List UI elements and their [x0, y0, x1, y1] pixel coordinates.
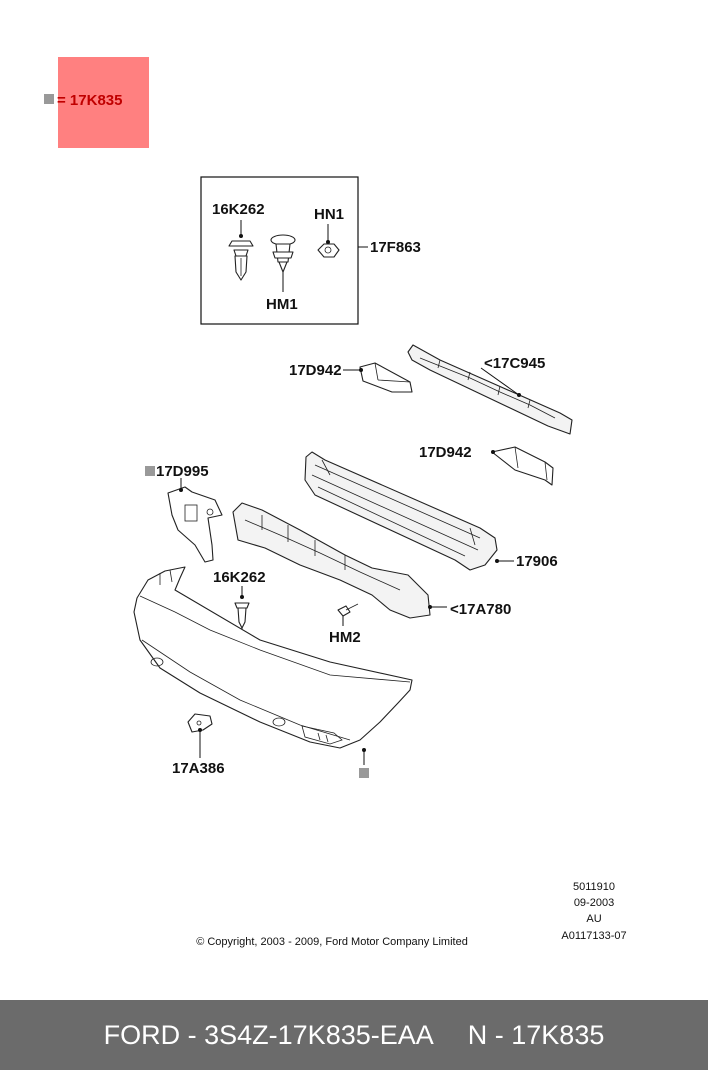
rivet-icon [270, 234, 296, 292]
kit-label-17F863: 17F863 [370, 239, 421, 256]
footer-part-number: FORD - 3S4Z-17K835-EAA [103, 1019, 434, 1050]
callout-17C945: <17C945 [484, 355, 545, 372]
reference-line-1: 5011910 [573, 881, 615, 893]
parts-diagram: = 17K835 16K262 HN1 HM1 17F863 [44, 57, 627, 948]
reference-line-3: AU [586, 913, 601, 925]
bumper-cover-17K835 [133, 566, 413, 778]
part-number-footer: FORD - 3S4Z-17K835-EAA N - 17K835 [0, 1000, 708, 1070]
callout-16K262: 16K262 [213, 569, 266, 586]
callout-17D995: 17D995 [156, 463, 209, 480]
footer-part-code: N - 17K835 [467, 1019, 605, 1050]
nut-icon [317, 224, 340, 258]
callout-17D942-right: 17D942 [419, 444, 472, 461]
callout-17D942-top: 17D942 [289, 362, 342, 379]
bracket-17D995: 17D995 [145, 463, 223, 563]
callout-HM2: HM2 [329, 629, 361, 646]
callout-17A780: <17A780 [450, 601, 511, 618]
legend-label: = 17K835 [57, 92, 122, 109]
highlight-symbol-icon-2 [359, 768, 369, 778]
copyright-notice: © Copyright, 2003 - 2009, Ford Motor Com… [196, 936, 468, 948]
absorber-17A780: <17A780 [232, 502, 511, 619]
kit-item-16K262: 16K262 [212, 201, 265, 218]
clip-16K262: 16K262 [213, 569, 266, 645]
legend-highlight [58, 57, 149, 148]
fastener-kit: 16K262 HN1 HM1 17F863 [200, 176, 421, 325]
kit-item-HM1: HM1 [266, 296, 298, 313]
push-clip-icon [228, 220, 254, 281]
reference-line-4: A0117133-07 [561, 930, 626, 942]
bracket-17D942-right: 17D942 [419, 444, 554, 486]
callout-17A386: 17A386 [172, 760, 225, 777]
highlight-symbol-icon [145, 466, 155, 476]
rivet-HM2: HM2 [329, 603, 361, 646]
reference-line-2: 09-2003 [574, 897, 614, 909]
callout-17906: 17906 [516, 553, 558, 570]
bracket-17A386: 17A386 [172, 713, 225, 777]
reference-block: 5011910 09-2003 AU A0117133-07 [561, 881, 626, 942]
reinforcement-17C945: <17C945 [407, 344, 573, 435]
legend-square-icon [44, 94, 54, 104]
impact-bar-17906: 17906 [304, 451, 558, 571]
bracket-17D942-top: 17D942 [289, 362, 413, 393]
kit-item-HN1: HN1 [314, 206, 344, 223]
